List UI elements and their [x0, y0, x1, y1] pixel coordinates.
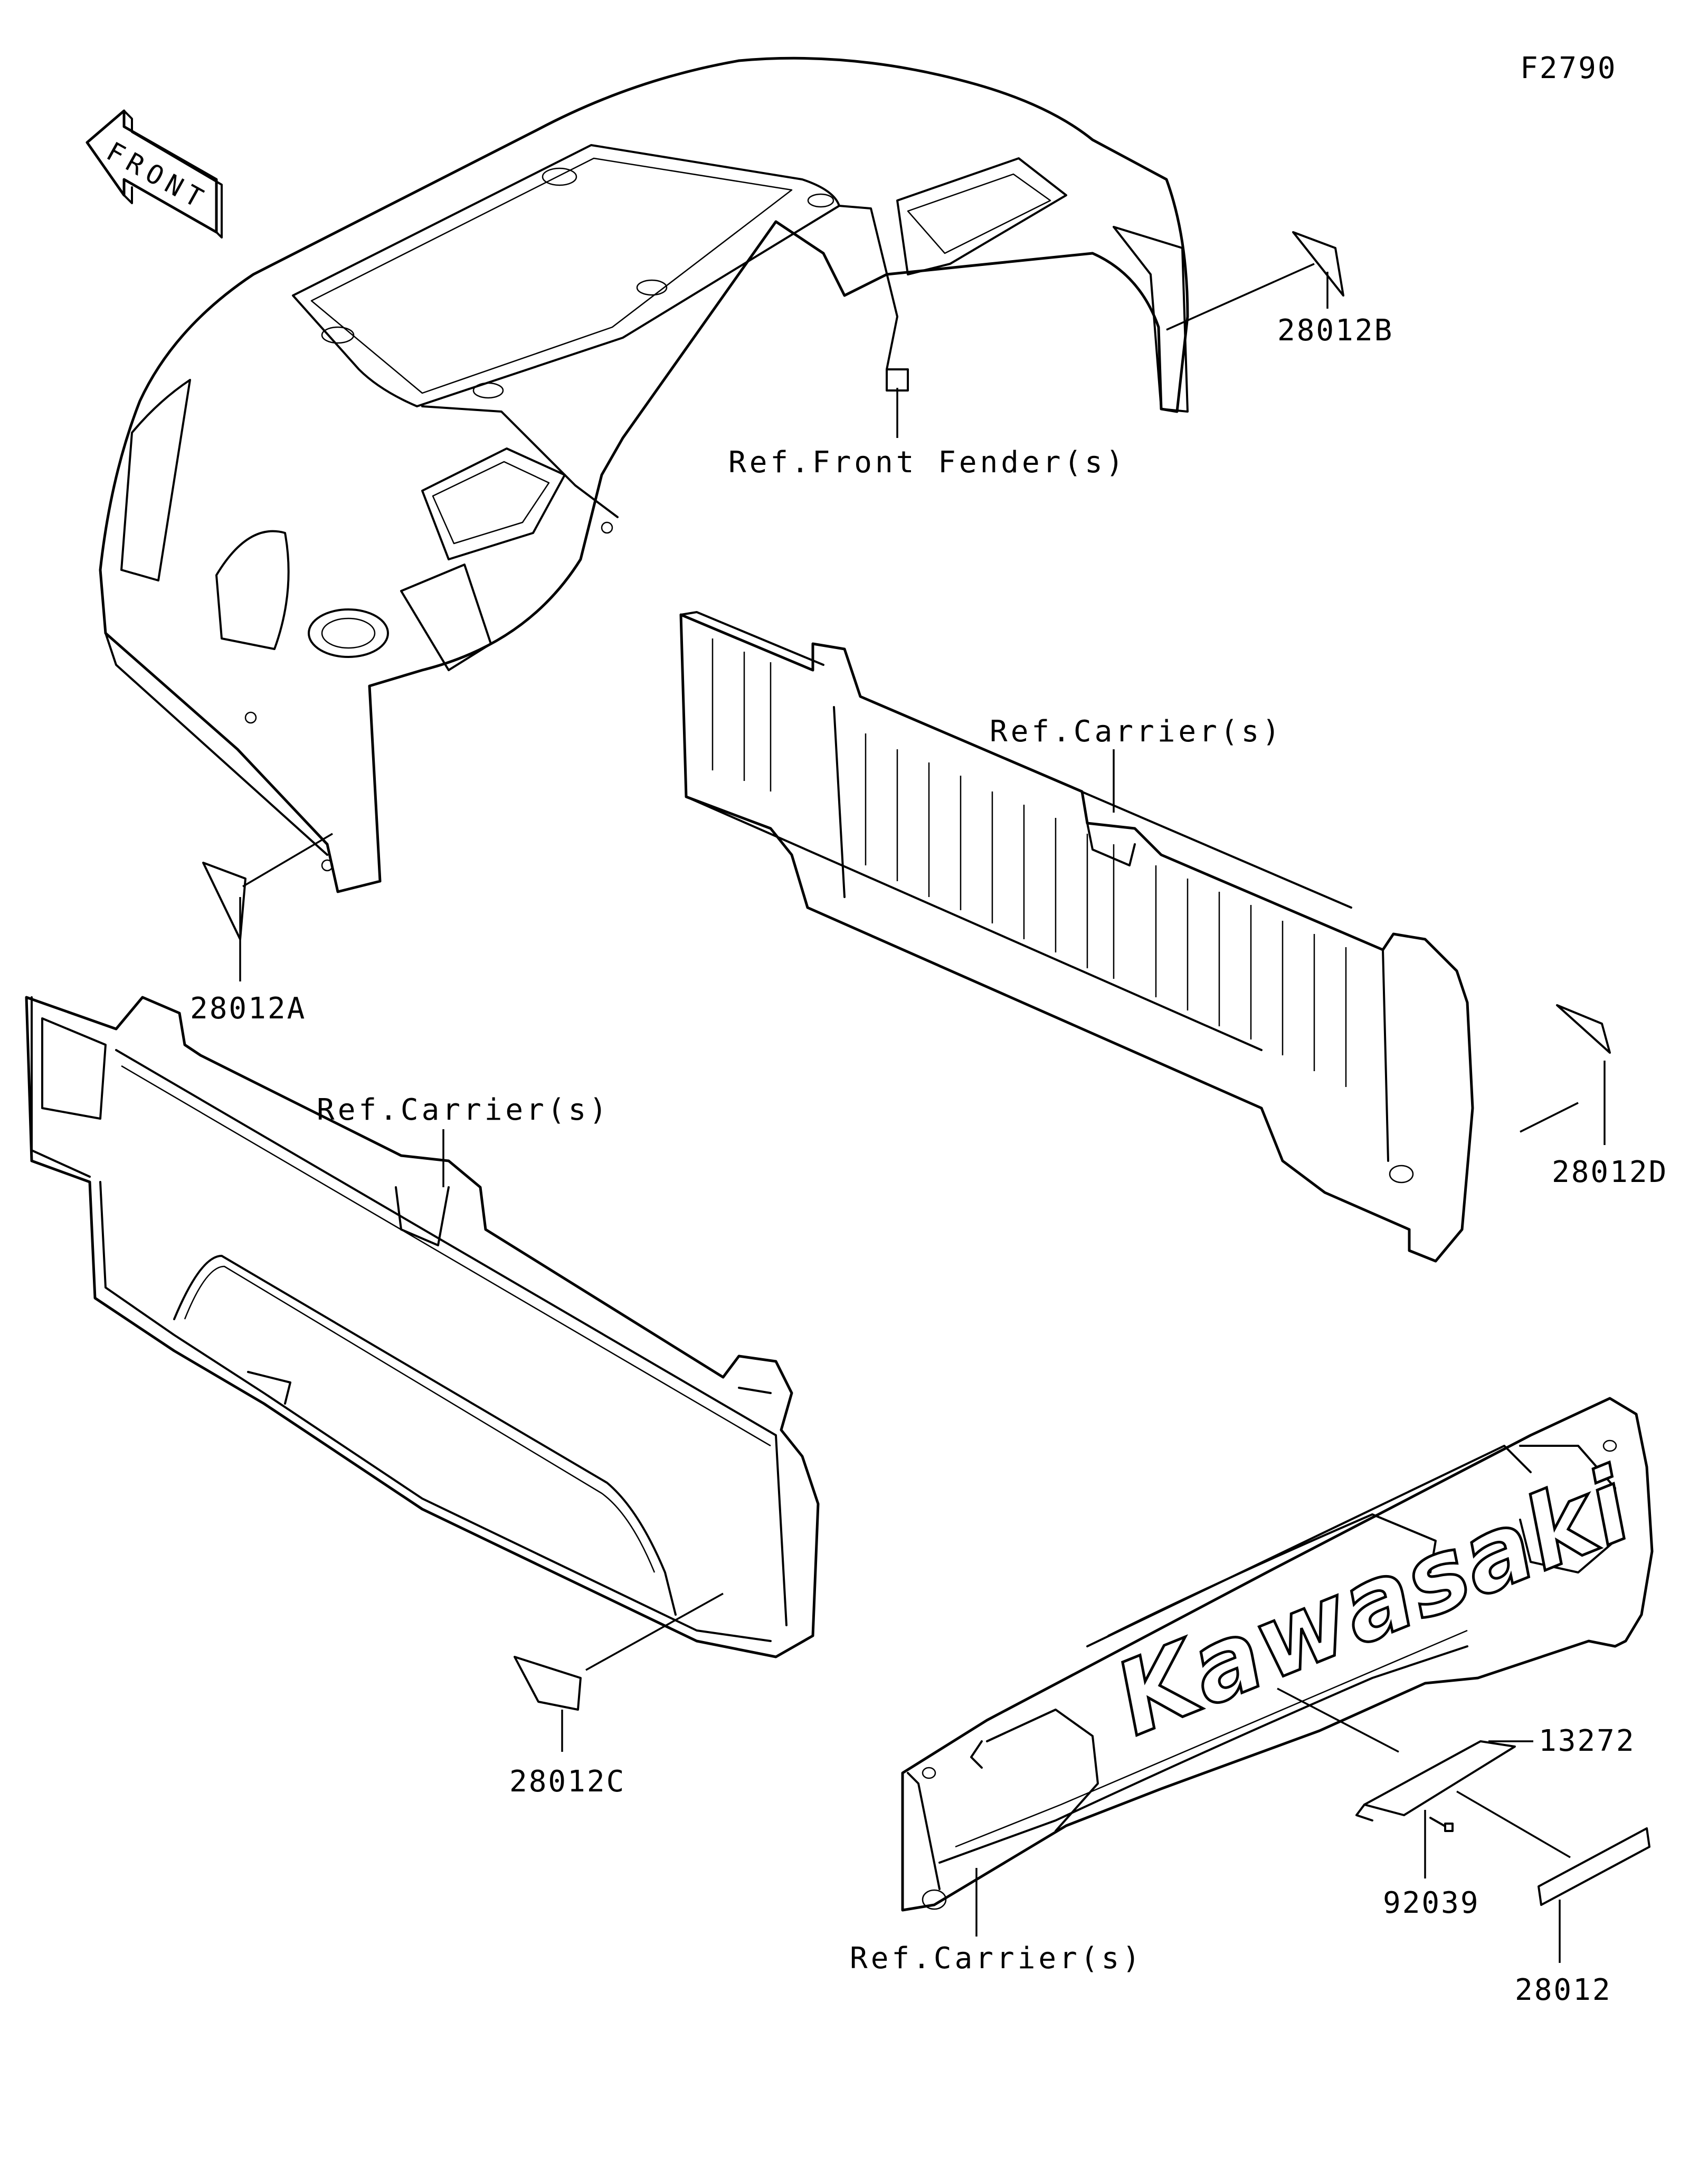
ref-carrier-bottom: Ref.Carrier(s) [850, 1941, 1143, 1976]
decal-28012a: 28012A [190, 833, 333, 1026]
carrier-middle-part [679, 611, 1474, 1263]
label-28012b: 28012B [1277, 313, 1393, 348]
ref-carrier-left: Ref.Carrier(s) [317, 1093, 610, 1127]
label-28012: 28012 [1515, 1973, 1612, 2007]
front-arrow-icon: FRONT [86, 109, 223, 239]
decal-28012c: 28012C [509, 1592, 724, 1799]
ref-front-fender: Ref.Front Fender(s) [728, 445, 1127, 480]
label-13272: 13272 [1539, 1724, 1636, 1758]
label-28012d: 28012D [1552, 1155, 1668, 1189]
ref-carrier-middle: Ref.Carrier(s) [990, 714, 1283, 749]
label-28012c: 28012C [509, 1765, 625, 1799]
carrier-bottom-part: Kawasaki [901, 1397, 1654, 1912]
clip-92039: 92039 [1383, 1810, 1480, 1920]
decal-28012b: 28012B [1166, 231, 1393, 348]
decal-28012: 28012 [1456, 1790, 1650, 2007]
decal-28012d: 28012D [1520, 1004, 1668, 1189]
carrier-left-part [25, 996, 820, 1658]
front-fender-part [99, 56, 1189, 893]
label-92039: 92039 [1383, 1886, 1480, 1920]
emblem-13272: 13272 [1277, 1687, 1636, 1821]
figure-code: F2790 [1520, 51, 1617, 85]
label-28012a: 28012A [190, 991, 306, 1026]
